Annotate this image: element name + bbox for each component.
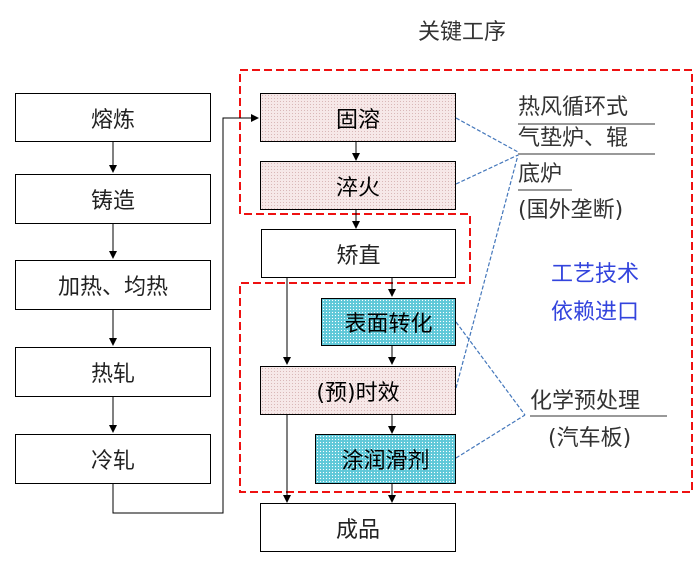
step-surface-conversion: 表面转化 [321, 298, 456, 346]
tech-note-1: 工艺技术 [551, 262, 640, 287]
furnace-note-4: (国外垄断) [518, 198, 624, 223]
chem-note-1: 化学预处理 [530, 389, 641, 414]
furnace-note-3: 底炉 [518, 162, 563, 187]
step-cold-rolling: 冷轧 [15, 434, 211, 484]
step-final-product: 成品 [260, 503, 456, 552]
step-straightening: 矫直 [261, 229, 456, 278]
diagram-title: 关键工序 [418, 20, 507, 45]
callout-lubricant-chem [455, 414, 526, 459]
callout-aging-furnace [455, 154, 519, 389]
callout-surface-chem [455, 321, 526, 416]
tech-note-2: 依赖进口 [551, 300, 640, 325]
callout-solution [455, 117, 519, 153]
furnace-note-2: 气垫炉、辊 [518, 126, 629, 151]
step-aging: (预)时效 [260, 366, 456, 415]
key-process-region-top [239, 69, 693, 493]
furnace-note-1: 热风循环式 [518, 95, 629, 120]
step-melting: 熔炼 [15, 93, 211, 142]
chem-note-2: (汽车板) [548, 426, 632, 451]
step-heating: 加热、均热 [15, 260, 211, 310]
step-quenching: 淬火 [260, 161, 456, 210]
arrow-coldroll-solution [112, 114, 259, 514]
step-solution-treatment: 固溶 [260, 93, 456, 142]
step-hot-rolling: 热轧 [15, 347, 211, 397]
callout-quench [455, 154, 519, 185]
step-casting: 铸造 [15, 174, 211, 224]
step-lubricant: 涂润滑剂 [315, 434, 456, 484]
